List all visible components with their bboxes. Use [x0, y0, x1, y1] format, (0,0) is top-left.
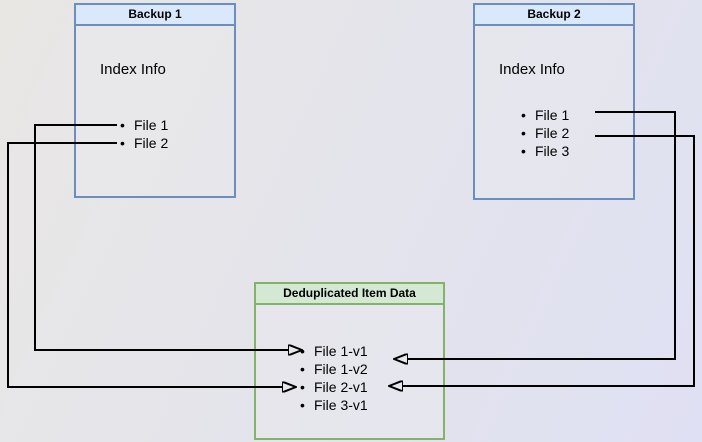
list-item: • File 3-v1 — [300, 396, 368, 414]
file-label: File 3 — [535, 143, 570, 159]
bullet-icon: • — [521, 125, 526, 141]
bullet-icon: • — [120, 117, 125, 133]
dedup-item-label: File 3-v1 — [314, 397, 368, 413]
backup2-box: Backup 2 — [473, 3, 635, 200]
bullet-icon: • — [521, 107, 526, 123]
list-item: • File 1 — [521, 106, 569, 124]
dedup-item-label: File 2-v1 — [314, 379, 368, 395]
bullet-icon: • — [300, 379, 305, 395]
backup1-box: Backup 1 — [74, 3, 236, 198]
backup1-file-list: • File 1 • File 2 — [120, 116, 168, 152]
backup2-file-list: • File 1 • File 2 • File 3 — [521, 106, 569, 160]
list-item: • File 1-v1 — [300, 342, 368, 360]
dedup-item-label: File 1-v2 — [314, 361, 368, 377]
dedup-item-list: • File 1-v1 • File 1-v2 • File 2-v1 • Fi… — [300, 342, 368, 414]
backup2-index-info-label: Index Info — [499, 61, 565, 78]
list-item: • File 2-v1 — [300, 378, 368, 396]
file-label: File 2 — [535, 125, 570, 141]
list-item: • File 2 — [120, 134, 168, 152]
list-item: • File 3 — [521, 142, 569, 160]
file-label: File 1 — [535, 107, 570, 123]
dedup-title: Deduplicated Item Data — [256, 284, 443, 305]
backup1-index-info-label: Index Info — [100, 61, 166, 78]
list-item: • File 2 — [521, 124, 569, 142]
bullet-icon: • — [521, 143, 526, 159]
bullet-icon: • — [300, 397, 305, 413]
list-item: • File 1-v2 — [300, 360, 368, 378]
file-label: File 1 — [134, 117, 169, 133]
dedup-item-label: File 1-v1 — [314, 343, 368, 359]
backup1-title: Backup 1 — [76, 5, 234, 26]
bullet-icon: • — [300, 343, 305, 359]
bullet-icon: • — [120, 135, 125, 151]
bullet-icon: • — [300, 361, 305, 377]
file-label: File 2 — [134, 135, 169, 151]
list-item: • File 1 — [120, 116, 168, 134]
backup2-title: Backup 2 — [475, 5, 633, 26]
